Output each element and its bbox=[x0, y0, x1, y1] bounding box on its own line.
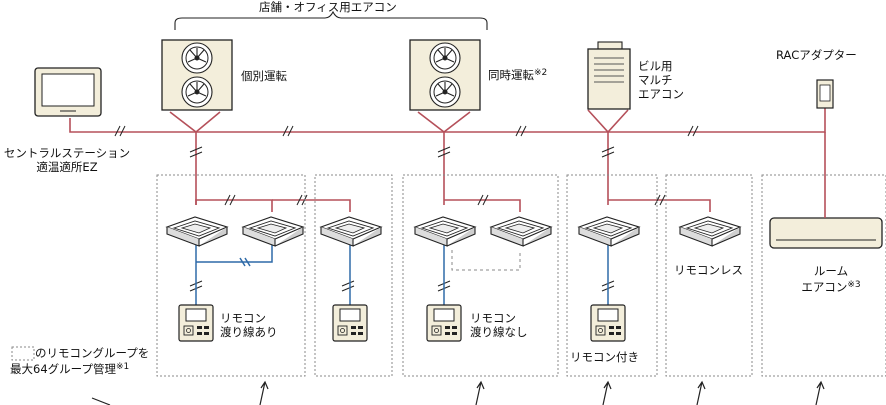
central-station-line1: セントラルステーション bbox=[3, 146, 131, 160]
remote-controller-icon bbox=[426, 304, 462, 342]
outdoor-unit-icon bbox=[161, 39, 233, 111]
legend-line2: 最大64グループ管理 bbox=[10, 362, 116, 376]
room-ac-line2-wrap: エアコン※3 bbox=[786, 278, 876, 294]
building-multi-line1: ビル用 bbox=[638, 59, 673, 73]
group-label-with-wire-line1: リモコン bbox=[220, 311, 266, 325]
room-ac-line1: ルーム bbox=[813, 264, 849, 278]
group-label-without-wire: リモコン 渡り線なし bbox=[470, 311, 528, 339]
cassette-unit-icon bbox=[578, 216, 640, 247]
cassette-unit-icon bbox=[166, 216, 228, 247]
cassette-unit-icon bbox=[242, 216, 304, 247]
refrigerant-lines bbox=[69, 105, 826, 212]
room-ac-icon bbox=[769, 205, 883, 249]
rac-adapter-icon bbox=[816, 79, 834, 109]
group-label-with-wire-line2: 渡り線あり bbox=[220, 325, 278, 339]
legend-note: ※1 bbox=[115, 362, 130, 372]
cassette-unit-icon bbox=[679, 216, 741, 247]
room-ac-label: ルーム エアコン※3 bbox=[786, 264, 876, 294]
no-remote-wire bbox=[451, 250, 521, 271]
remote-controller-icon bbox=[590, 304, 626, 342]
building-multi-label: ビル用 マルチ エアコン bbox=[638, 59, 684, 101]
outdoor-label-simultaneous-text: 同時運転 bbox=[488, 68, 534, 82]
central-station-label: セントラルステーション 適温適所EZ bbox=[2, 146, 132, 174]
room-ac-line2: エアコン bbox=[801, 280, 848, 294]
remote-controller-icon bbox=[178, 304, 214, 342]
group-label-with-wire: リモコン 渡り線あり bbox=[220, 311, 278, 339]
group-label-remoteless: リモコンレス bbox=[674, 263, 743, 277]
rac-adapter-label: RACアダプター bbox=[776, 48, 857, 62]
legend-line1: のリモコングループを bbox=[35, 346, 150, 360]
remote-lines bbox=[195, 245, 609, 305]
group-boxes bbox=[11, 174, 886, 377]
group-label-without-wire-line2: 渡り線なし bbox=[470, 325, 528, 339]
cassette-unit-icon bbox=[320, 216, 382, 247]
touch-panel-icon bbox=[34, 67, 102, 117]
central-station-line2: 適温適所EZ bbox=[36, 160, 98, 174]
building-multi-line3: エアコン bbox=[638, 87, 684, 101]
outdoor-label-note: ※2 bbox=[534, 68, 548, 78]
title-brace bbox=[174, 10, 488, 30]
legend-line2-wrap: 最大64グループ管理※1 bbox=[10, 360, 149, 376]
outdoor-unit-icon bbox=[409, 39, 481, 111]
group-label-without-wire-line1: リモコン bbox=[470, 311, 516, 325]
building-multi-unit-icon bbox=[587, 41, 631, 110]
diagram-title: 店舗・オフィス用エアコン bbox=[259, 0, 397, 14]
remote-controller-icon bbox=[332, 304, 368, 342]
cassette-unit-icon bbox=[414, 216, 476, 247]
outdoor-label-individual: 個別運転 bbox=[241, 69, 287, 83]
wire-marks bbox=[114, 125, 699, 292]
building-multi-line2: マルチ bbox=[638, 73, 673, 87]
group-arrows bbox=[91, 380, 825, 405]
cassette-unit-icon bbox=[490, 216, 552, 247]
legend-text: のリモコングループを 最大64グループ管理※1 bbox=[10, 346, 149, 376]
room-ac-note: ※3 bbox=[847, 280, 861, 290]
group-label-with-remote: リモコン付き bbox=[570, 350, 639, 364]
outdoor-label-simultaneous: 同時運転※2 bbox=[488, 66, 547, 82]
